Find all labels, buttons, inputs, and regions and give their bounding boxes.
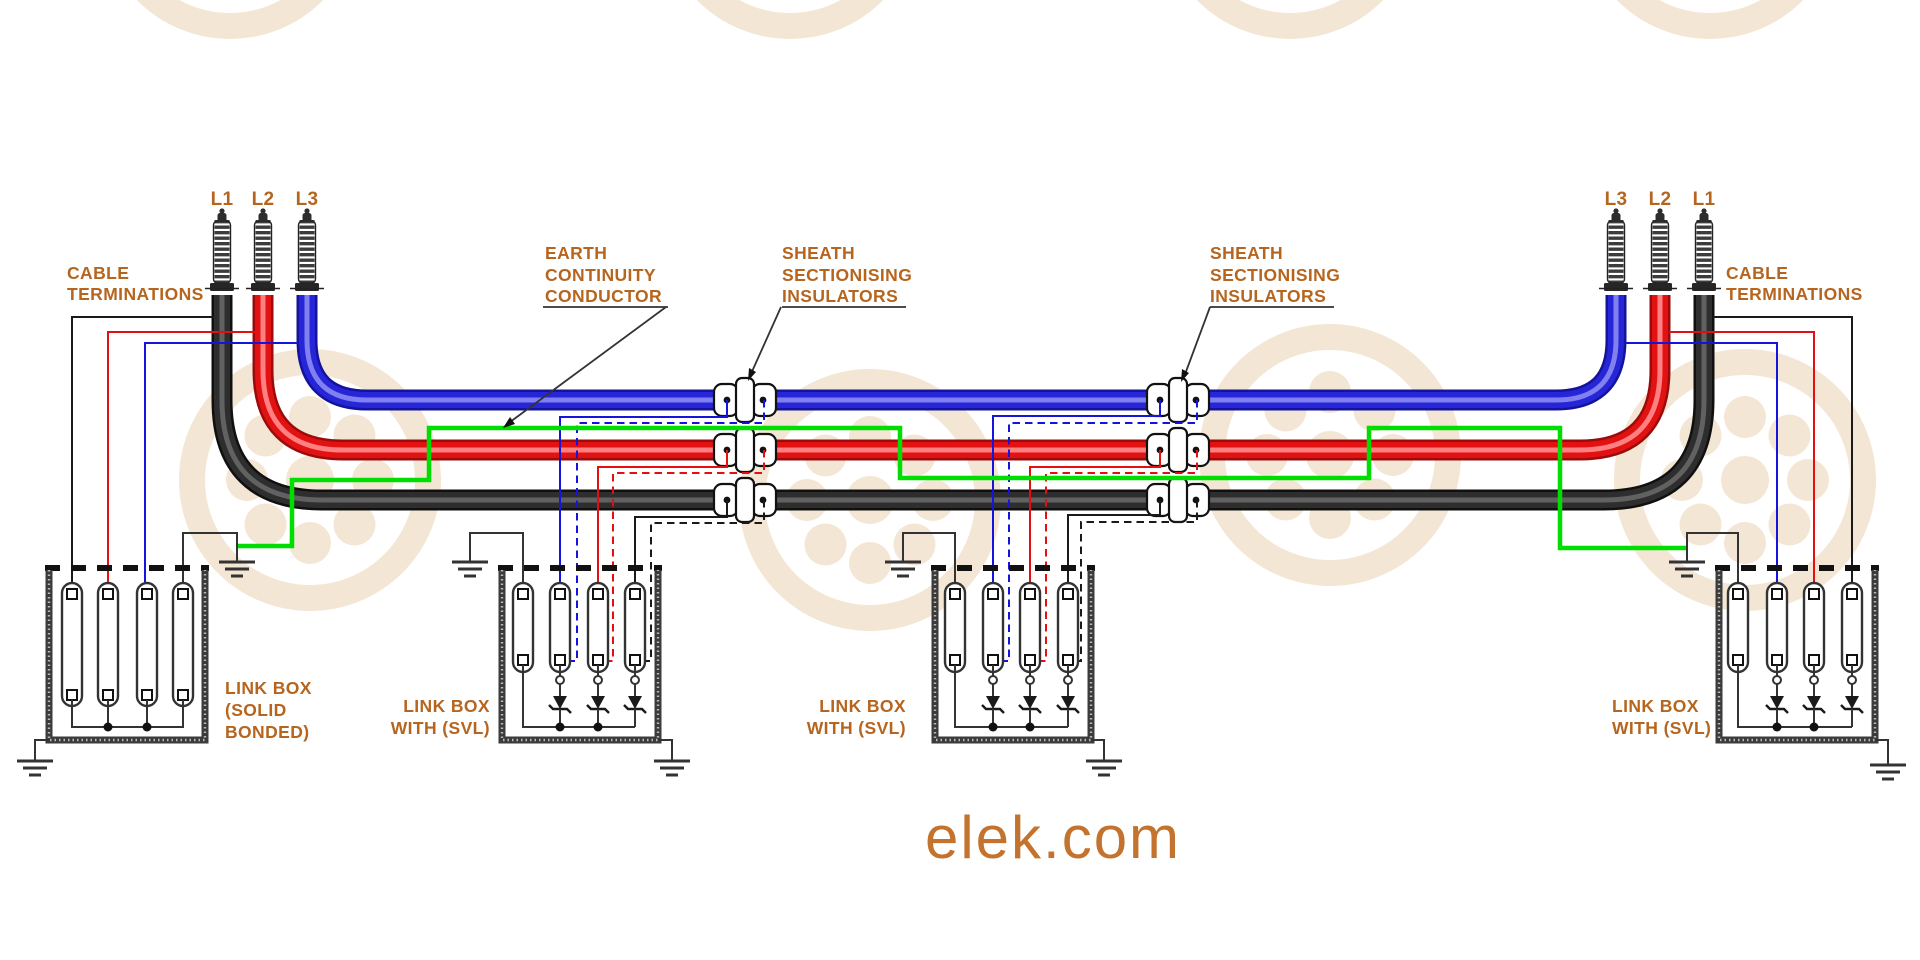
link	[135, 581, 159, 708]
svg-text:EARTH: EARTH	[545, 243, 607, 263]
bonding-leads-left	[71, 316, 298, 590]
svl-arrester-icon	[1764, 663, 1790, 729]
earth-ground-icon	[15, 759, 55, 777]
svg-text:INSULATORS: INSULATORS	[782, 286, 898, 306]
leader-arrowheads	[503, 368, 1189, 428]
link	[1802, 581, 1826, 674]
link	[1840, 581, 1864, 674]
svg-text:SHEATH: SHEATH	[782, 243, 855, 263]
cable-phase-blue	[296, 295, 1627, 411]
link	[171, 581, 195, 708]
svg-text:CABLE: CABLE	[67, 263, 129, 283]
brand-wordmark: elek.com	[925, 804, 1181, 871]
link-box-solid-bonded-label: LINK BOX (SOLID BONDED)	[225, 678, 312, 742]
link	[981, 581, 1005, 674]
cable-phase-red	[252, 295, 1671, 461]
svg-text:WITH (SVL): WITH (SVL)	[807, 718, 906, 738]
cross-bonding-leads-set1	[559, 400, 765, 662]
svg-text:SECTIONISING: SECTIONISING	[782, 265, 912, 285]
link	[586, 581, 610, 674]
svg-text:SECTIONISING: SECTIONISING	[1210, 265, 1340, 285]
svl-arrester-icon	[622, 663, 648, 729]
svl-arrester-icon	[1801, 663, 1827, 729]
cross-bonding-leads-set2	[992, 400, 1198, 662]
link-box-svl-1	[450, 532, 692, 777]
phase-label: L3	[296, 189, 319, 210]
earth-ground-icon	[1868, 763, 1908, 781]
link	[548, 581, 572, 674]
link	[623, 581, 647, 674]
sheath-sectionising-insulators-label-2: SHEATH SECTIONISING INSULATORS	[1210, 243, 1340, 306]
phase-label: L1	[1693, 189, 1716, 210]
link	[1018, 581, 1042, 674]
phase-label: L2	[252, 189, 275, 210]
svg-text:BONDED): BONDED)	[225, 722, 309, 742]
svg-text:CONTINUITY: CONTINUITY	[545, 265, 656, 285]
annotation-leaders	[505, 306, 1334, 426]
cable-terminations-label-left: CABLE TERMINATIONS	[67, 263, 204, 304]
svg-text:WITH (SVL): WITH (SVL)	[1612, 718, 1711, 738]
cable-phase-black	[211, 295, 1715, 511]
link-box-svl-3	[1667, 532, 1908, 781]
link	[1726, 581, 1750, 674]
svg-text:LINK BOX: LINK BOX	[225, 678, 312, 698]
earth-continuity-conductor	[237, 425, 1687, 551]
earth-ground-icon	[1084, 759, 1124, 777]
earth-continuity-conductor-label: EARTH CONTINUITY CONDUCTOR	[545, 243, 662, 306]
labels: L1 L2 L3 L3 L2 L1 CABLE TERMINATIONS CAB…	[67, 189, 1863, 871]
svl-arrester-icon	[547, 663, 573, 729]
svg-text:SHEATH: SHEATH	[1210, 243, 1283, 263]
svg-text:LINK BOX: LINK BOX	[403, 696, 490, 716]
brand-watermarks	[112, 0, 1863, 618]
phase-label: L3	[1605, 189, 1628, 210]
svg-text:LINK BOX: LINK BOX	[1612, 696, 1699, 716]
cable-termination-icons	[205, 208, 1721, 291]
svg-text:TERMINATIONS: TERMINATIONS	[67, 284, 204, 304]
svg-text:WITH (SVL): WITH (SVL)	[391, 718, 490, 738]
phase-label: L1	[211, 189, 234, 210]
link-box-solid-bonded	[15, 532, 257, 777]
sheath-sectionising-insulators-label-1: SHEATH SECTIONISING INSULATORS	[782, 243, 912, 306]
svg-text:LINK BOX: LINK BOX	[819, 696, 906, 716]
svg-text:(SOLID: (SOLID	[225, 700, 287, 720]
svl-arrester-icon	[1839, 663, 1865, 729]
bonding-leads-right	[1625, 316, 1853, 590]
svg-text:TERMINATIONS: TERMINATIONS	[1726, 284, 1863, 304]
link-box-svl-1-label: LINK BOX WITH (SVL)	[391, 696, 490, 738]
svl-arrester-icon	[1017, 663, 1043, 729]
svg-text:INSULATORS: INSULATORS	[1210, 286, 1326, 306]
svl-arrester-icon	[980, 663, 1006, 729]
link	[96, 581, 120, 708]
link-box-svl-2-label: LINK BOX WITH (SVL)	[807, 696, 906, 738]
svg-text:CABLE: CABLE	[1726, 263, 1788, 283]
earth-ground-icon	[450, 560, 490, 578]
link	[1765, 581, 1789, 674]
phase-label: L2	[1649, 189, 1672, 210]
svl-arrester-icon	[1055, 663, 1081, 729]
cable-terminations-label-right: CABLE TERMINATIONS	[1726, 263, 1863, 304]
svg-text:CONDUCTOR: CONDUCTOR	[545, 286, 662, 306]
link	[943, 581, 967, 674]
link-box-svl-2	[883, 532, 1124, 777]
earth-ground-icon	[652, 759, 692, 777]
link-box-svl-3-label: LINK BOX WITH (SVL)	[1612, 696, 1711, 738]
link	[511, 581, 535, 674]
link	[1056, 581, 1080, 674]
svl-arrester-icon	[585, 663, 611, 729]
link	[60, 581, 84, 708]
